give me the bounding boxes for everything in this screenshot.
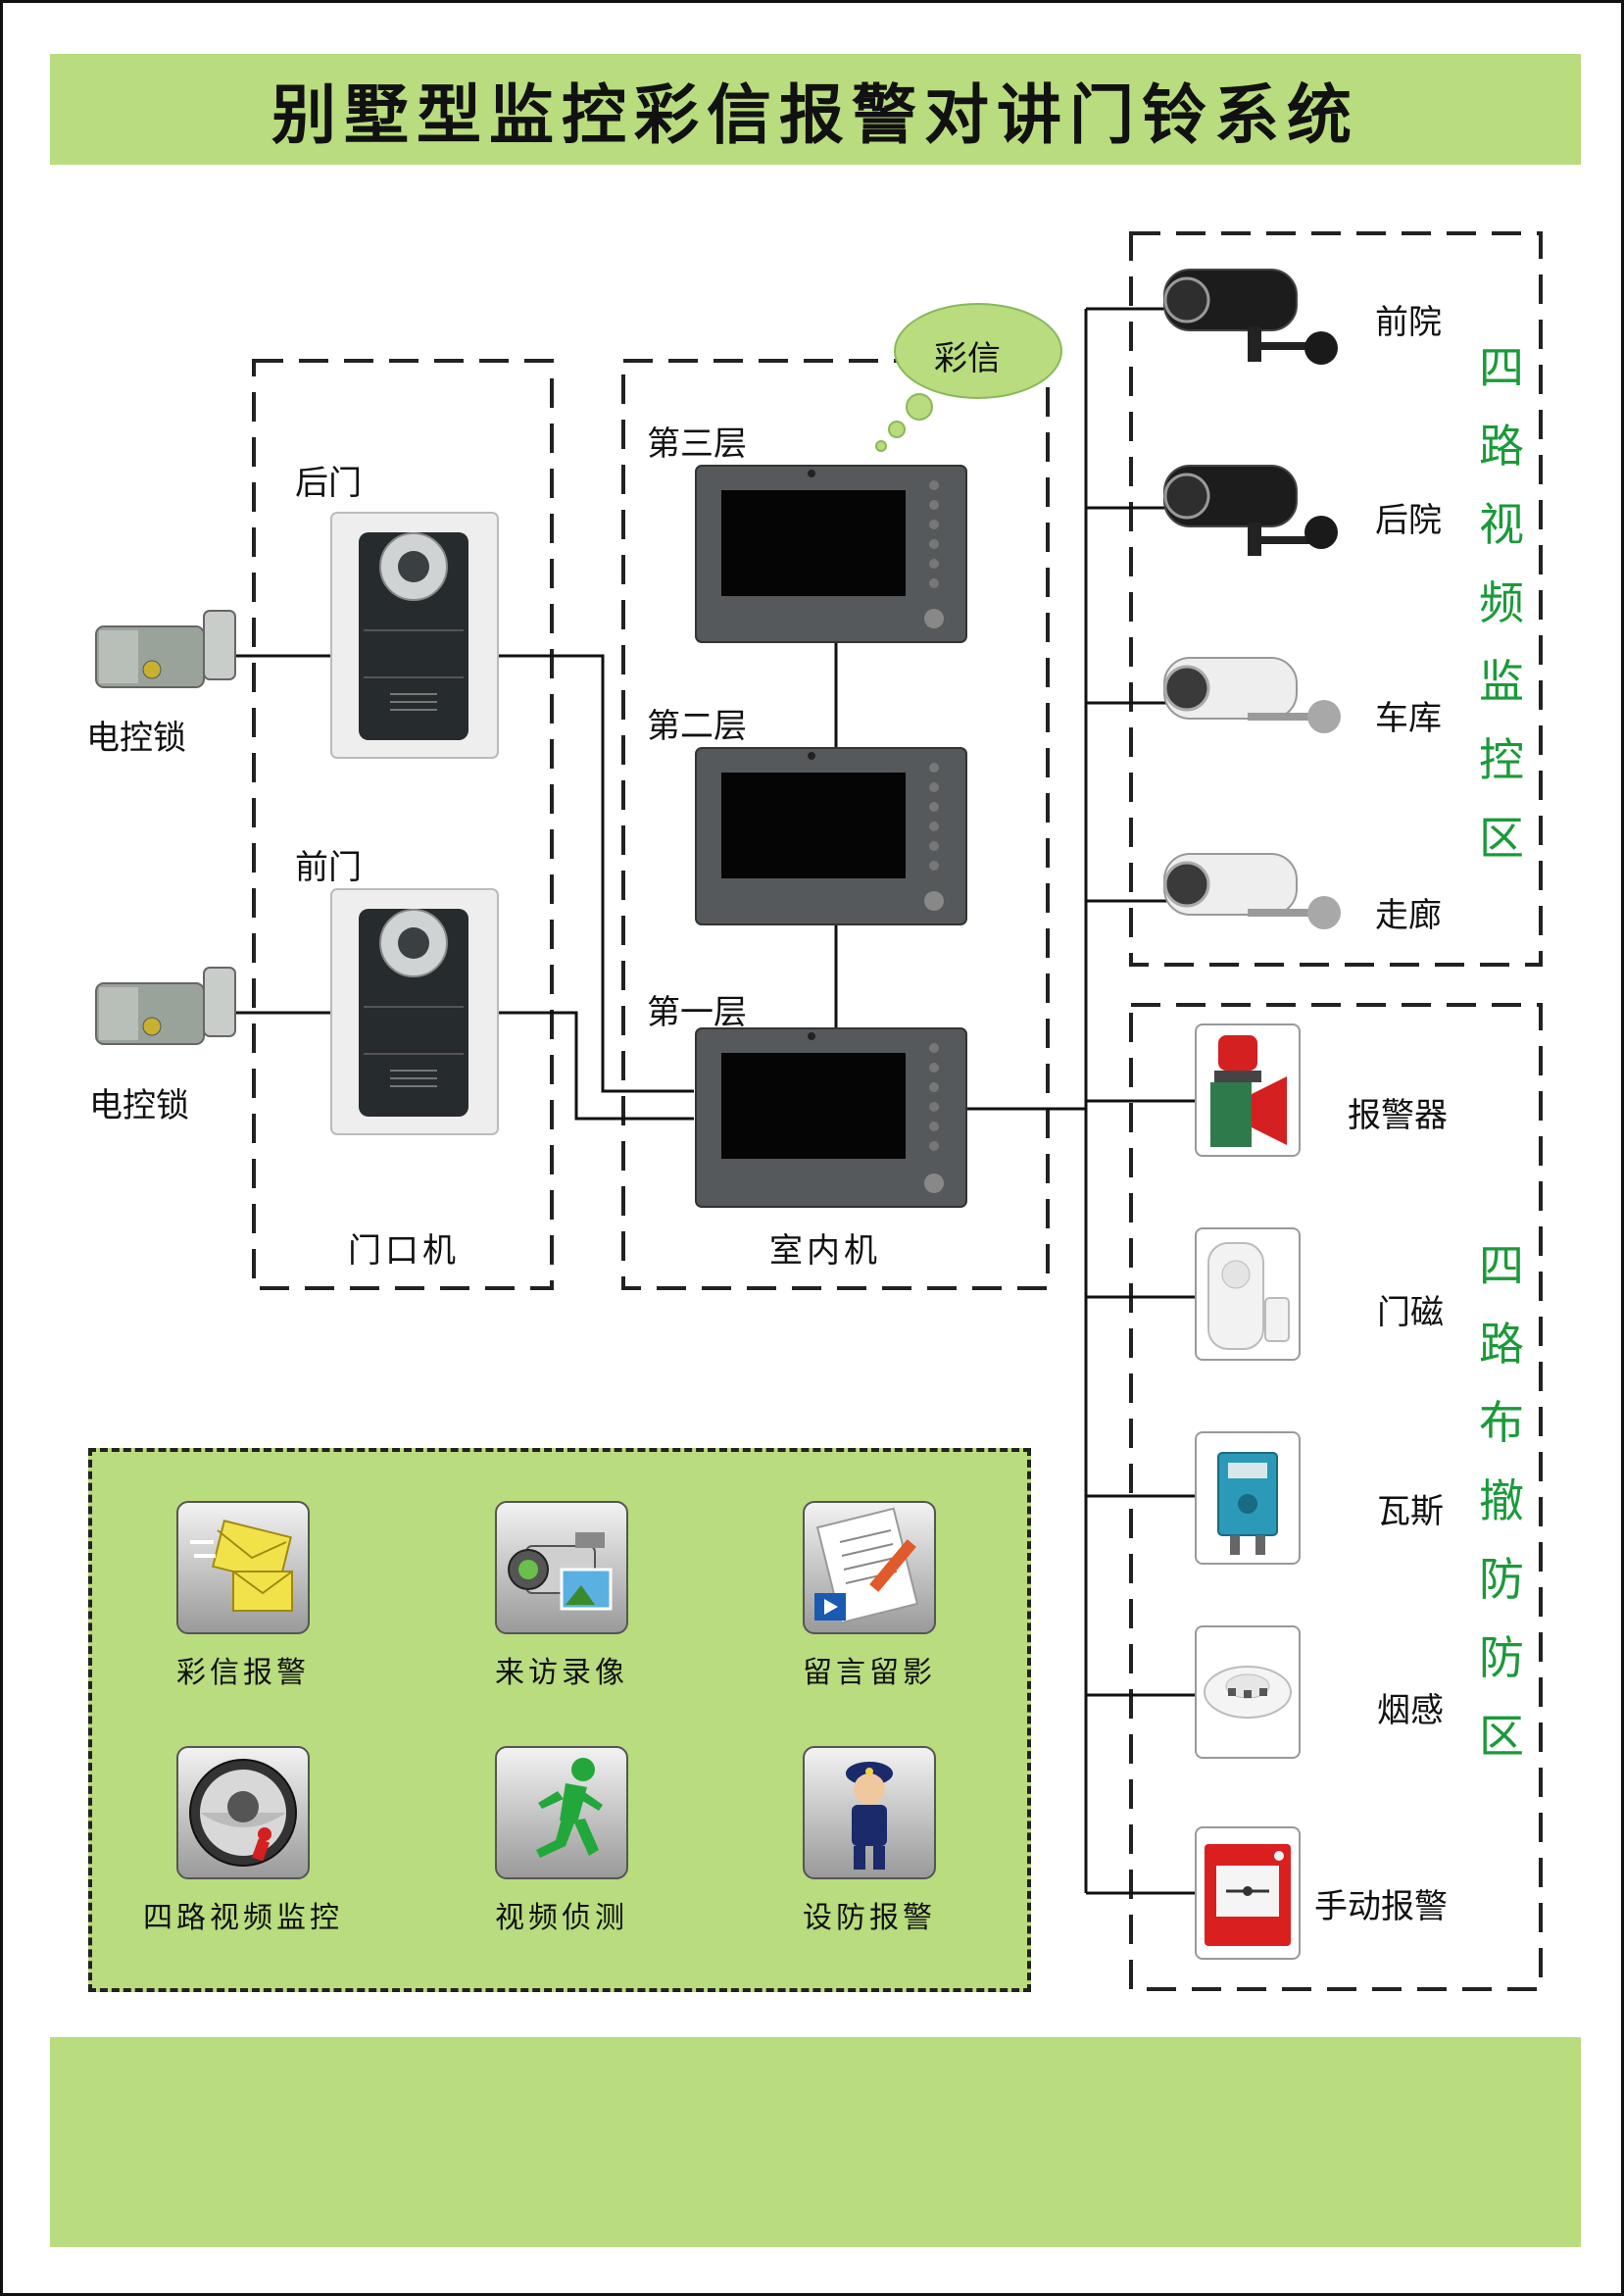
camera-zone-box	[1129, 231, 1543, 967]
camcorder-icon	[495, 1501, 628, 1634]
alarm-label-gas: 瓦斯	[1377, 1492, 1444, 1531]
mms-bubble-icon	[875, 303, 1062, 452]
alarm-zone-char: 防	[1479, 1631, 1524, 1684]
front-door-label: 前门	[295, 848, 362, 887]
lock-top-icon	[95, 610, 236, 688]
feature-panel: 彩信报警 来访录像 留言留影 四路视频监控 视频侦测 设防报警	[88, 1448, 1031, 1992]
group-boxes	[252, 231, 1543, 1991]
camera-front-yard-icon	[1163, 269, 1338, 365]
footer-banner	[50, 2037, 1581, 2247]
lock-bottom-icon	[95, 967, 236, 1045]
alarm-zone-char: 布	[1479, 1396, 1524, 1449]
camera-garage-icon	[1163, 657, 1341, 733]
alarm-label-door-sensor: 门磁	[1377, 1293, 1444, 1332]
camera-dome-icon	[176, 1746, 310, 1879]
feature-label-mms-alarm: 彩信报警	[176, 1656, 310, 1690]
alarm-zone-label: 四 路 布 撤 防 防 区	[1472, 1226, 1531, 1775]
gas-detector-icon	[1195, 1431, 1301, 1565]
system-diagram	[95, 231, 1543, 1991]
smoke-detector-icon	[1195, 1625, 1301, 1759]
front-door-station-icon	[330, 888, 499, 1135]
camera-zone-char: 监	[1479, 655, 1524, 708]
feature-label-video-detect: 视频侦测	[495, 1901, 628, 1935]
floor2-label: 第二层	[647, 707, 747, 746]
door-station-group-label: 门口机	[348, 1231, 460, 1271]
door-sensor-icon	[1195, 1227, 1301, 1361]
alarm-zone-char: 路	[1479, 1318, 1524, 1371]
back-door-wire	[498, 654, 694, 1093]
camera-label-front-yard: 前院	[1375, 303, 1442, 342]
alarm-zone-char: 防	[1479, 1553, 1524, 1606]
envelope-icon	[176, 1501, 310, 1634]
alarm-label-smoke: 烟感	[1377, 1691, 1444, 1730]
monitor-floor1-icon	[695, 1027, 967, 1208]
floor1-label: 第一层	[647, 993, 747, 1032]
back-door-label: 后门	[295, 464, 362, 503]
camera-corridor-icon	[1163, 853, 1341, 929]
camera-zone-char: 控	[1479, 733, 1524, 786]
indoor-group-label: 室内机	[769, 1231, 881, 1271]
alarm-zone-char: 区	[1479, 1710, 1524, 1763]
alarm-zone-char: 四	[1479, 1239, 1524, 1292]
feature-label-message: 留言留影	[803, 1656, 936, 1690]
camera-zone-label: 四 路 视 频 监 控 区	[1472, 328, 1531, 877]
camera-label-corridor: 走廊	[1375, 896, 1442, 935]
alarm-zone-box	[1129, 1003, 1543, 1991]
feature-label-visitor-record: 来访录像	[495, 1656, 628, 1690]
wiring	[230, 307, 1195, 1895]
camera-zone-char: 视	[1479, 498, 1524, 551]
memo-icon	[803, 1501, 936, 1634]
camera-zone-char: 四	[1479, 341, 1524, 394]
alarm-label-manual: 手动报警	[1314, 1887, 1448, 1926]
camera-zone-char: 区	[1479, 812, 1524, 865]
feature-label-four-channel: 四路视频监控	[143, 1901, 343, 1935]
door-station-box	[252, 359, 554, 1290]
alarm-zone-char: 撤	[1479, 1474, 1524, 1527]
floor3-label: 第三层	[647, 424, 747, 464]
front-door-wire	[498, 1011, 694, 1121]
running-man-icon	[495, 1746, 628, 1879]
alarm-label-siren: 报警器	[1348, 1096, 1448, 1135]
manual-alarm-icon	[1195, 1826, 1301, 1960]
lock-top-label: 电控锁	[86, 719, 186, 758]
monitor-floor2-icon	[695, 747, 967, 925]
siren-icon	[1195, 1023, 1301, 1157]
lock-bottom-label: 电控锁	[89, 1086, 189, 1125]
feature-label-arm-alarm: 设防报警	[803, 1901, 936, 1935]
camera-label-garage: 车库	[1375, 699, 1442, 738]
camera-zone-char: 频	[1479, 576, 1524, 629]
back-door-station-icon	[330, 512, 499, 759]
camera-zone-char: 路	[1479, 420, 1524, 473]
camera-label-back-yard: 后院	[1375, 501, 1442, 540]
monitor-floor3-icon	[695, 465, 967, 643]
mms-bubble-label: 彩信	[934, 339, 1001, 378]
page-title: 别墅型监控彩信报警对讲门铃系统	[271, 76, 1359, 153]
camera-back-yard-icon	[1163, 465, 1338, 556]
police-icon	[803, 1746, 936, 1879]
title-banner: 别墅型监控彩信报警对讲门铃系统	[50, 54, 1581, 165]
